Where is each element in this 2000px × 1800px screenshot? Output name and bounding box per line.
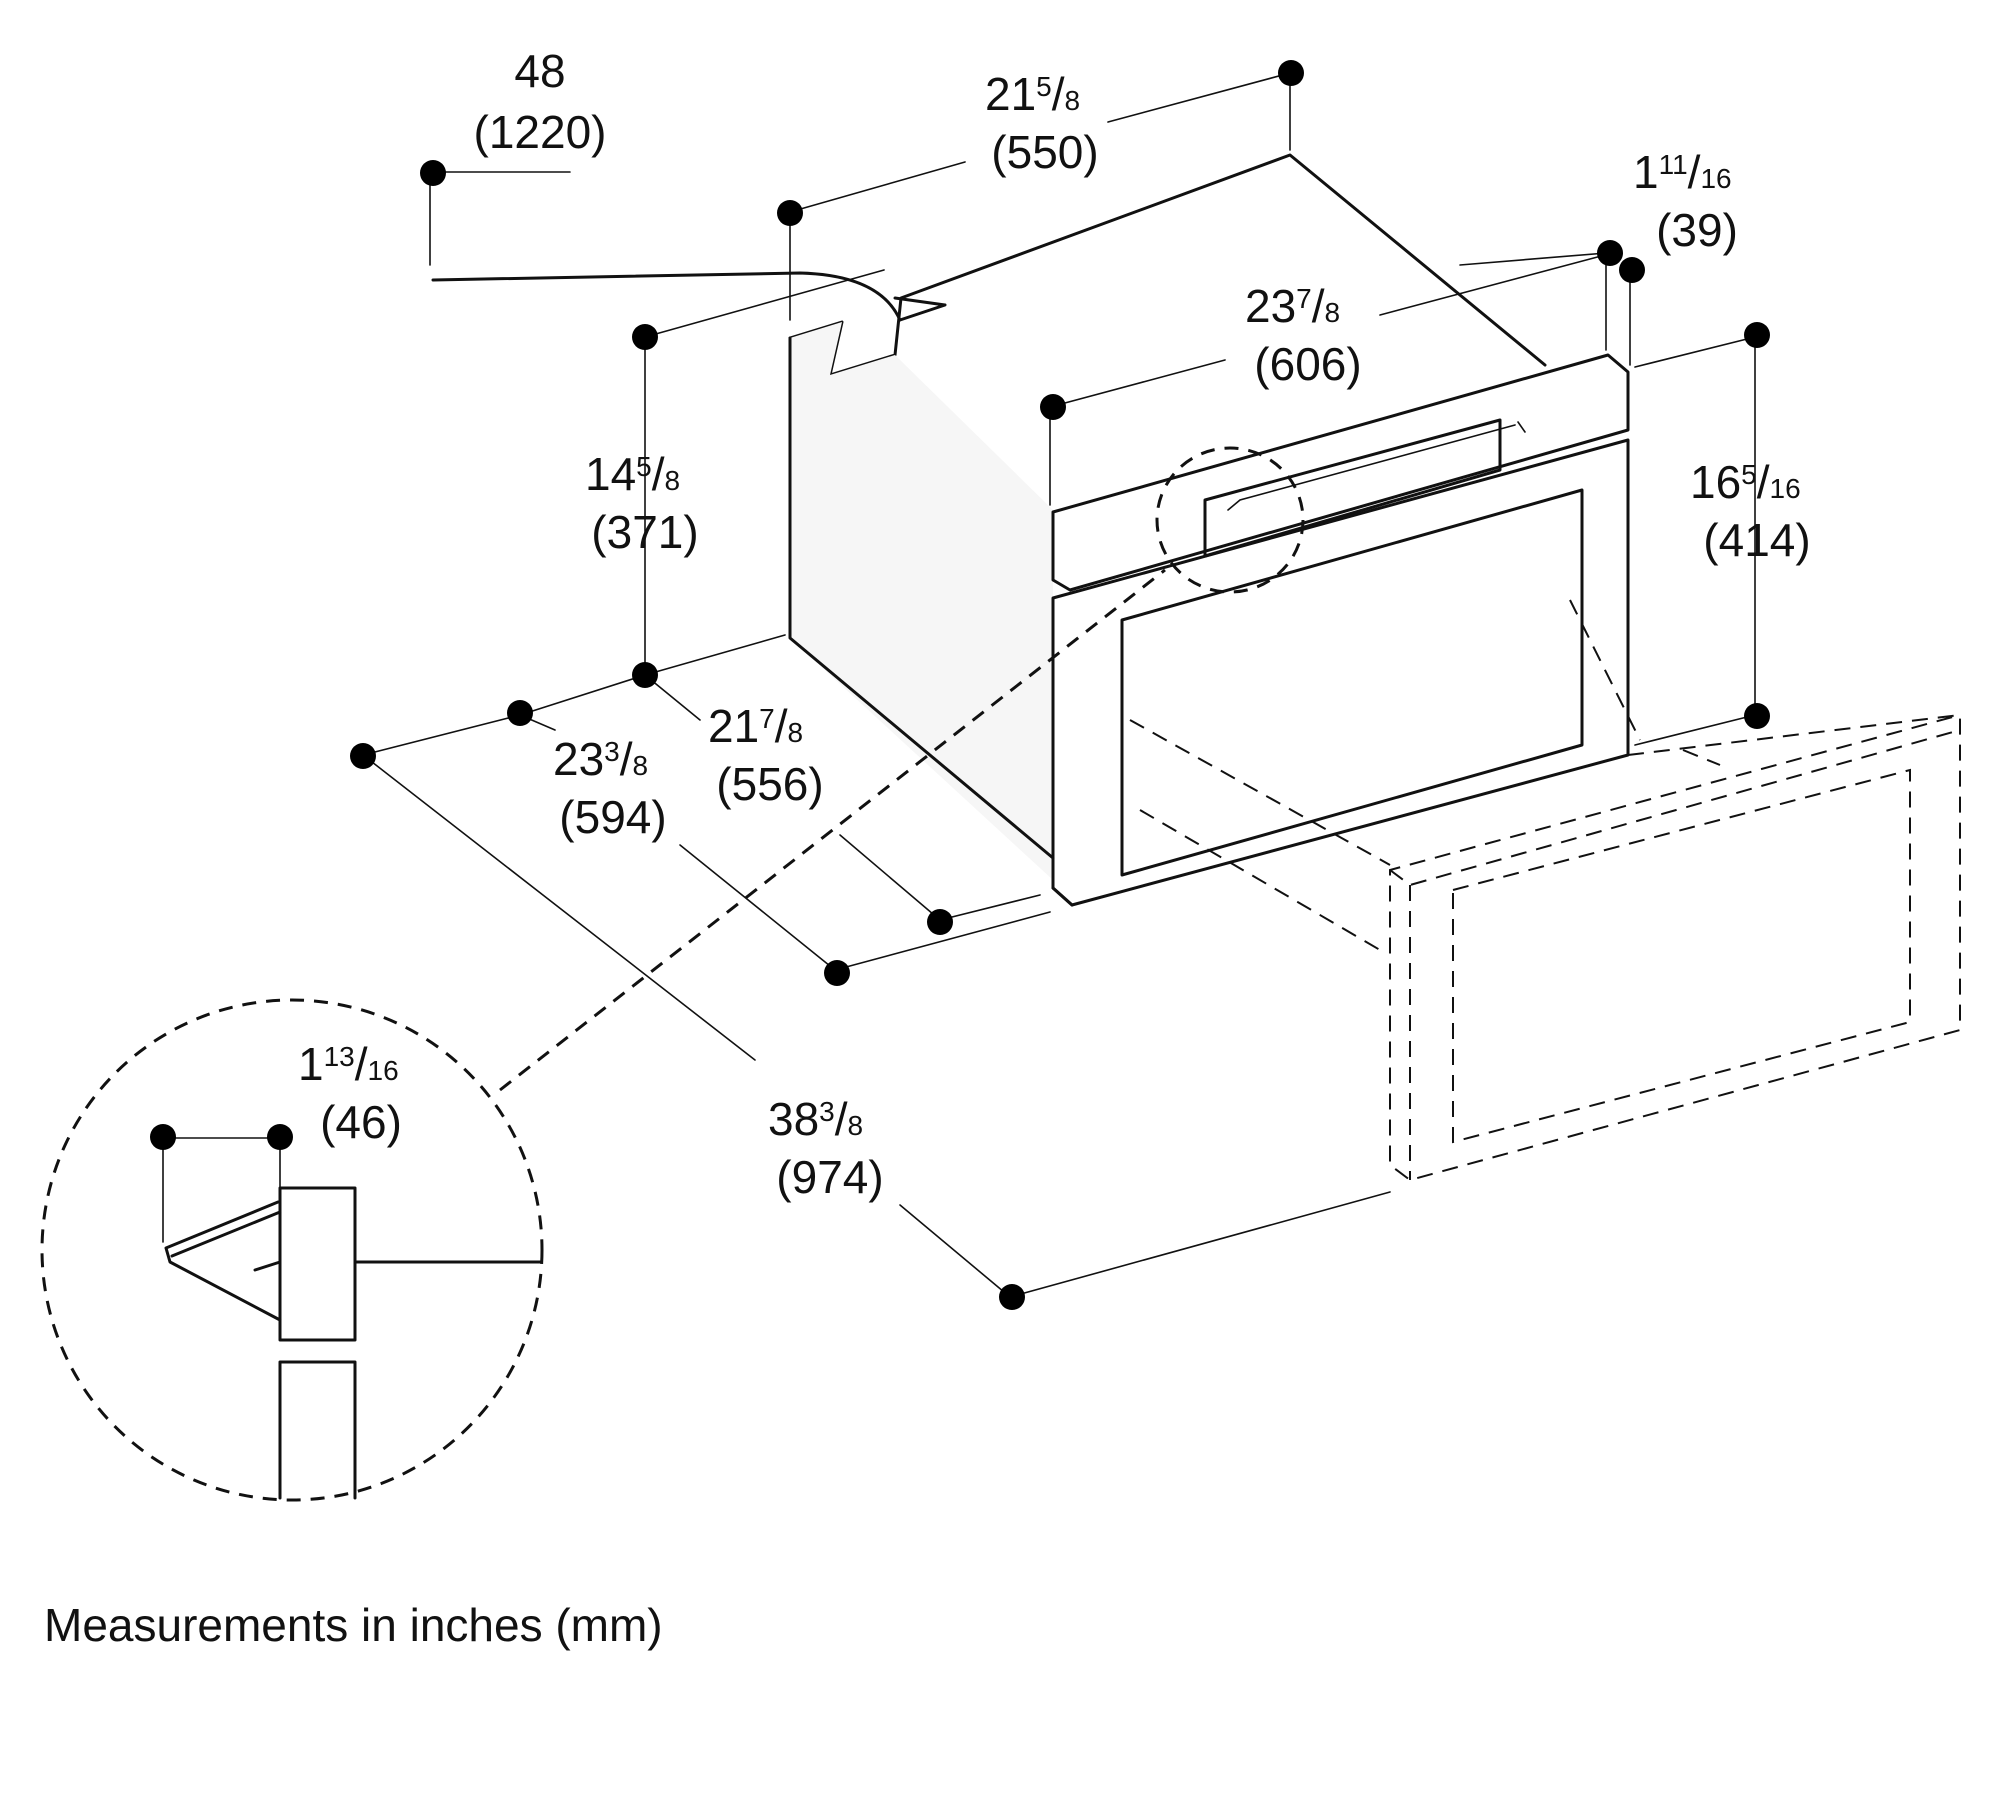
oven-door-window <box>1120 488 1584 877</box>
control-panel <box>1051 353 1630 592</box>
cord-notch <box>893 296 947 322</box>
endpoint-dot <box>507 700 533 726</box>
power-cord <box>431 271 902 322</box>
endpoint-dot <box>632 324 658 350</box>
label-overall-height: 165/16 <box>1690 456 1801 508</box>
label-overall-width: 237/8 <box>1245 280 1340 332</box>
label-top-depth-mm: (550) <box>991 126 1098 178</box>
oven-side-edges <box>788 336 1055 860</box>
endpoint-dot <box>927 909 953 935</box>
label-front-panel-depth-mm: (39) <box>1656 204 1738 256</box>
endpoint-dot <box>350 743 376 769</box>
label-body-depth-mm: (556) <box>716 758 823 810</box>
endpoint-dot <box>1619 257 1645 283</box>
label-detail-clearance: 113/16 <box>298 1038 399 1090</box>
endpoint-dot <box>777 200 803 226</box>
dimension-lines <box>362 72 1756 1298</box>
endpoint-dot <box>999 1284 1025 1310</box>
detail-indicator <box>1155 446 1305 594</box>
label-body-height: 145/8 <box>585 448 680 500</box>
oven-door <box>1051 438 1630 907</box>
endpoint-dot <box>420 160 446 186</box>
label-depth-door-open: 383/8 <box>768 1093 863 1145</box>
oven-top-face <box>788 153 1547 377</box>
detail-door-lower <box>278 1360 357 1500</box>
control-panel-display-inner <box>1227 421 1526 511</box>
label-detail-clearance-mm: (46) <box>320 1096 402 1148</box>
endpoint-dot <box>1278 60 1304 86</box>
label-body-depth: 217/8 <box>708 700 803 752</box>
oven-side-face <box>790 322 1053 880</box>
label-body-height-mm: (371) <box>591 506 698 558</box>
control-panel-display <box>1203 418 1502 558</box>
detail-door-panel <box>278 1186 357 1342</box>
label-overall-height-mm: (414) <box>1703 514 1810 566</box>
label-cord-length-mm: (1220) <box>474 106 607 158</box>
detail-handle <box>164 1200 282 1322</box>
oven-body <box>788 153 1630 907</box>
cabinet-outline <box>1129 599 1961 1182</box>
label-overall-width-mm: (606) <box>1254 338 1361 390</box>
endpoint-dot <box>632 662 658 688</box>
label-top-depth: 215/8 <box>985 68 1080 120</box>
endpoint-dot <box>1744 703 1770 729</box>
label-depth-door-open-mm: (974) <box>776 1151 883 1203</box>
measurement-units-caption: Measurements in inches (mm) <box>44 1599 663 1651</box>
detail-view <box>40 998 544 1502</box>
label-front-panel-depth: 111/16 <box>1633 146 1732 198</box>
endpoint-dot <box>1597 240 1623 266</box>
endpoint-dot <box>1744 322 1770 348</box>
dimension-labels: 48 (1220) 215/8 (550) 111/16 (39) 237/8 … <box>298 45 1811 1203</box>
endpoint-dot <box>150 1124 176 1150</box>
oven-bottom-edge <box>1051 886 1074 907</box>
endpoint-dot <box>824 960 850 986</box>
detail-leader <box>499 568 1166 1092</box>
label-cord-length: 48 <box>514 45 565 97</box>
label-total-depth: 233/8 <box>553 733 648 785</box>
endpoint-dot <box>267 1124 293 1150</box>
endpoint-dot <box>1040 394 1066 420</box>
label-total-depth-mm: (594) <box>559 791 666 843</box>
detail-circle <box>40 998 544 1502</box>
dimension-endpoints <box>150 60 1770 1310</box>
